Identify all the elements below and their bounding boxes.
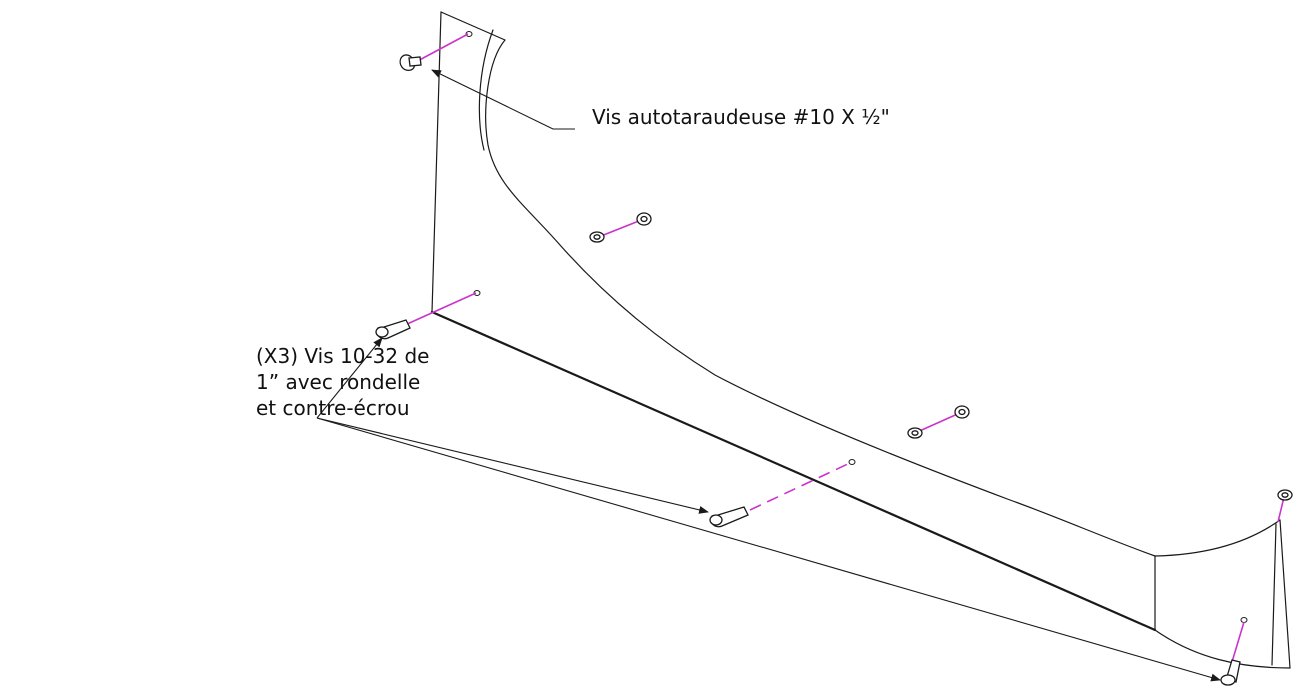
self-tapping-screw: [399, 54, 422, 71]
panel-end-right-edge-2: [1279, 519, 1291, 669]
panel-end-top-curve: [1154, 519, 1281, 557]
axis-right-bolt: [1231, 621, 1245, 663]
leader-bolt-left: [316, 337, 383, 419]
hole-right: [1240, 617, 1248, 623]
leader-bolt-right: [316, 417, 1221, 682]
panel-bottom-edge: [430, 310, 1157, 632]
hole-top: [465, 31, 473, 37]
washer-nut-upper: [589, 212, 652, 243]
panel-sweep-curve: [485, 39, 1156, 557]
leader-self-tapping: [431, 69, 575, 130]
bolt-middle: [709, 506, 749, 528]
panel-top-edge: [440, 11, 506, 41]
hole-middle: [848, 459, 856, 465]
callout-bolt-line3: et contre-écrou: [256, 396, 410, 420]
hole-left: [473, 290, 481, 296]
axis-middle-bolt: [749, 461, 853, 511]
axis-right-washer: [1277, 496, 1285, 523]
leader-bolt-middle: [316, 417, 709, 514]
hardware: [375, 54, 1293, 686]
bolt-right: [1220, 659, 1241, 686]
panel-left-edge: [431, 11, 442, 313]
axis-washer-lower: [914, 411, 963, 434]
washer-right: [1277, 489, 1293, 501]
washer-nut-lower: [907, 405, 970, 439]
axis-top-screw: [411, 33, 469, 65]
axis-left-bolt: [404, 292, 477, 326]
bracket-panel: [430, 11, 1291, 669]
leader-lines: [316, 69, 1221, 682]
callout-bolt-line2: 1” avec rondelle: [256, 370, 421, 394]
callout-self-tapping-screw: Vis autotaraudeuse #10 X ½": [592, 105, 890, 129]
bolt-left: [375, 319, 411, 340]
callout-bolt-line1: (X3) Vis 10-32 de: [256, 344, 430, 368]
panel-end-right-edge: [1271, 523, 1277, 666]
panel-end-bottom-curve: [1154, 629, 1291, 669]
callout-bolt-kit: (X3) Vis 10-32 de 1” avec rondelle et co…: [256, 343, 429, 421]
